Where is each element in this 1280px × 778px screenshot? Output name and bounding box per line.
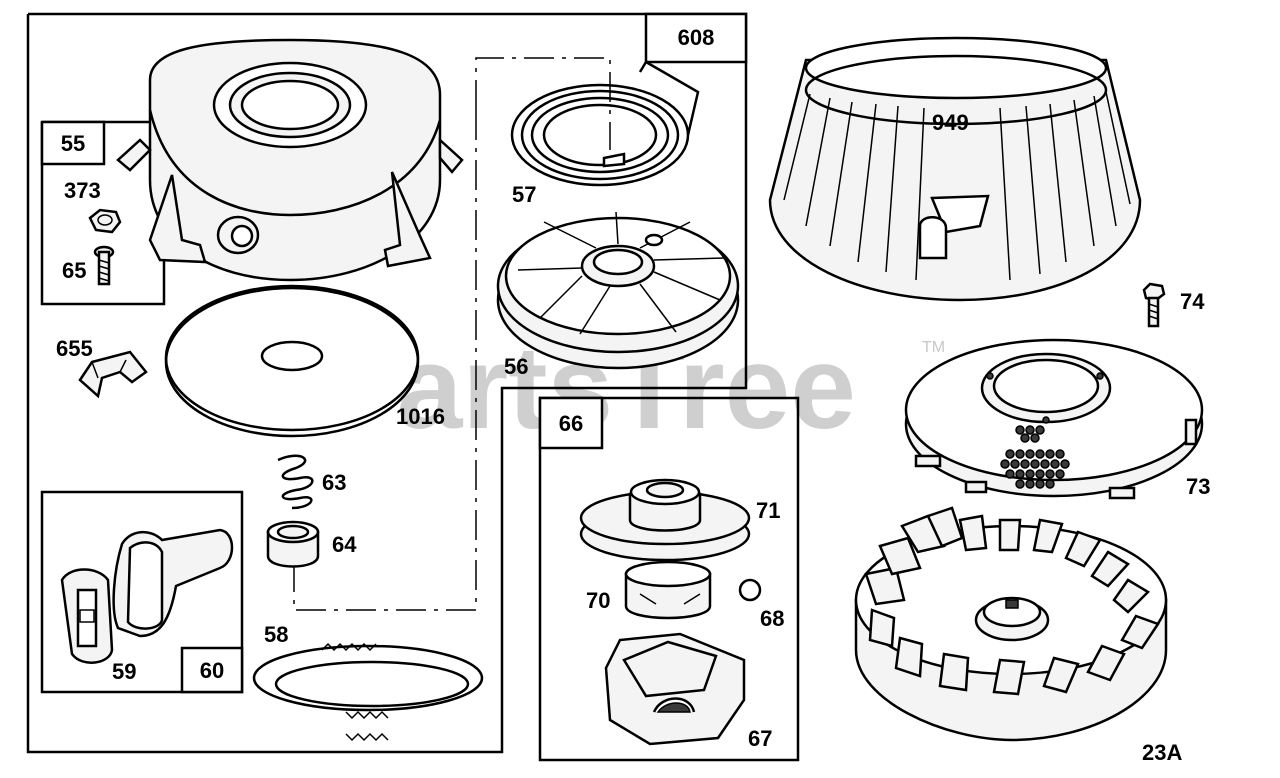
part-63-label: 63 <box>322 470 346 495</box>
part-63-spring[interactable] <box>277 454 314 510</box>
group-55[interactable]: 55 <box>40 120 166 306</box>
group-66[interactable]: 66 <box>538 396 800 762</box>
part-1016-label: 1016 <box>396 404 445 429</box>
group-60-tab <box>180 646 244 694</box>
part-56-pulley[interactable] <box>496 211 740 370</box>
group-55-label: 55 <box>61 131 85 156</box>
group-66-label: 66 <box>559 411 583 436</box>
watermark-trademark: TM <box>922 339 945 356</box>
rope-path-top <box>475 57 611 150</box>
part-73-label: 73 <box>1186 474 1210 499</box>
group-608[interactable]: 608 <box>644 12 748 64</box>
group-60-frame <box>40 490 244 694</box>
part-57-spring[interactable] <box>510 60 700 187</box>
part-58-rope[interactable] <box>252 642 484 742</box>
part-56-label: 56 <box>504 354 528 379</box>
part-23A-label: 23A <box>1142 740 1182 765</box>
part-655-clip[interactable] <box>78 350 148 399</box>
part-67-label: 67 <box>748 726 772 751</box>
group-60[interactable]: 60 <box>40 490 244 694</box>
part-949-label: 949 <box>932 110 969 135</box>
group-55-tab <box>40 120 106 166</box>
part-73-holes <box>1000 425 1070 489</box>
part-68-ball[interactable] <box>738 578 762 602</box>
group-608-tab <box>644 12 748 64</box>
part-70-ratchet[interactable] <box>624 560 712 620</box>
part-64-label: 64 <box>332 532 357 557</box>
part-57-label: 57 <box>512 182 536 207</box>
group-608-label: 608 <box>678 25 715 50</box>
part-67-clutch-housing[interactable] <box>604 632 746 746</box>
part-58-label: 58 <box>264 622 288 647</box>
part-70-label: 70 <box>586 588 610 613</box>
part-59-label: 59 <box>112 659 136 684</box>
part-74-label: 74 <box>1180 289 1205 314</box>
rope-path-bottom <box>293 110 477 611</box>
part-949-screen[interactable] <box>768 36 1142 302</box>
part-23A-fins <box>864 506 1160 696</box>
part-59-handle[interactable] <box>60 528 234 664</box>
part-71-clutch-cap[interactable] <box>579 478 751 562</box>
part-23A-flywheel[interactable] <box>854 506 1168 742</box>
group-66-tab <box>538 396 604 450</box>
part-65-label: 65 <box>62 258 86 283</box>
part-68-label: 68 <box>760 606 784 631</box>
group-66-frame <box>538 396 800 762</box>
part-373-label: 373 <box>64 178 101 203</box>
part-74-bolt[interactable] <box>1142 282 1166 328</box>
part-73-cup[interactable] <box>904 338 1204 500</box>
part-64-bushing[interactable] <box>266 520 320 568</box>
part-655-label: 655 <box>56 336 93 361</box>
part-65-screw[interactable] <box>93 245 115 286</box>
part-1016-screen[interactable] <box>164 284 420 438</box>
blower-housing <box>116 38 464 282</box>
part-373-nut[interactable] <box>88 208 122 234</box>
part-71-label: 71 <box>756 498 780 523</box>
group-60-label: 60 <box>200 658 224 683</box>
